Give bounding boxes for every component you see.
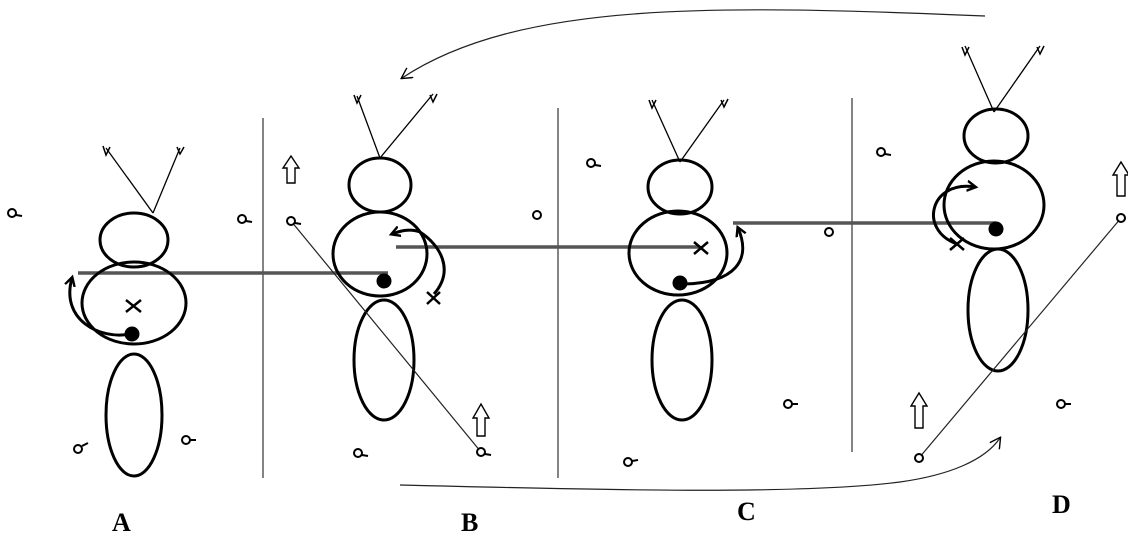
bee-d xyxy=(934,46,1044,371)
connector-lines xyxy=(78,223,996,273)
bee-a xyxy=(70,146,186,476)
direction-lines xyxy=(291,218,1121,458)
flower-dots xyxy=(8,148,1125,466)
panel-label-a: A xyxy=(112,508,131,538)
top-cycle-arrow xyxy=(402,10,985,78)
panel-label-c: C xyxy=(737,497,756,527)
panel-label-b: B xyxy=(461,508,478,538)
bee-b xyxy=(333,94,444,420)
panel-label-d: D xyxy=(1052,490,1071,520)
bottom-cycle-arrow xyxy=(400,438,1000,490)
bee-c xyxy=(629,99,743,420)
